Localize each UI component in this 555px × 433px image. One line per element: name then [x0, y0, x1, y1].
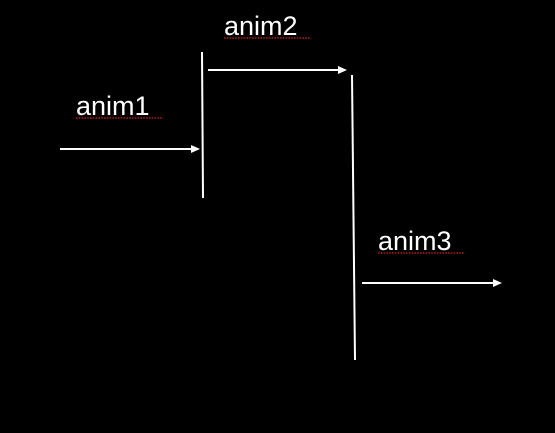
anim1-label: anim1 [76, 91, 150, 121]
anim3-label: anim3 [378, 226, 452, 256]
trigger-bar-1 [201, 51, 204, 199]
anim3-arrow [362, 279, 502, 287]
trigger-bar-2 [351, 74, 356, 361]
anim2-arrow [208, 66, 347, 74]
anim2-label: anim2 [224, 11, 298, 41]
anim1-arrow [60, 145, 200, 153]
